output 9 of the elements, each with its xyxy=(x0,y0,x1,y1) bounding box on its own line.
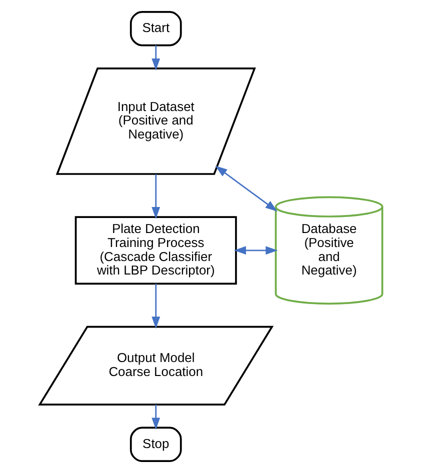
arrow xyxy=(152,45,160,70)
arrow xyxy=(152,284,160,329)
node-box: Stop xyxy=(130,426,182,462)
arrow xyxy=(234,246,278,255)
node-box: Start xyxy=(130,11,182,46)
arrow xyxy=(152,174,160,220)
arrow xyxy=(215,166,278,212)
node-box: Plate Detection Training Process (Cascade Classifier with LBP Descriptor) xyxy=(74,216,237,285)
arrow xyxy=(152,404,160,430)
